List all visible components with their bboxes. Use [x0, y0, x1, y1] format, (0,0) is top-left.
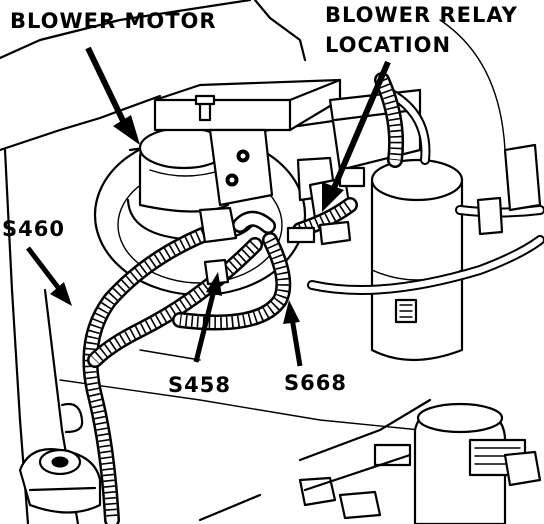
accumulator-tank [370, 158, 464, 362]
s460-arrow [26, 246, 62, 292]
label-s458: S458 [168, 373, 231, 397]
label-blower-motor: BLOWER MOTOR [10, 9, 217, 33]
s668-arrow [289, 317, 303, 367]
label-s668: S668 [284, 371, 347, 395]
s458-arrow [193, 289, 217, 363]
label-blower-relay-line1: BLOWER RELAY [325, 3, 518, 27]
main-wiring-harness [82, 72, 405, 524]
blower-relay-arrow [331, 60, 391, 190]
leader-lines [26, 46, 391, 367]
label-blower-relay-line2: LOCATION [325, 33, 451, 57]
label-s460: S460 [2, 217, 65, 241]
callout-labels: BLOWER MOTOR BLOWER RELAY LOCATION S460 … [2, 3, 518, 397]
splice-connectors [198, 206, 352, 286]
ac-lines [307, 83, 544, 295]
lower-left-connector [18, 448, 102, 514]
blower-motor-arrow [85, 46, 128, 127]
compressor [298, 402, 542, 524]
